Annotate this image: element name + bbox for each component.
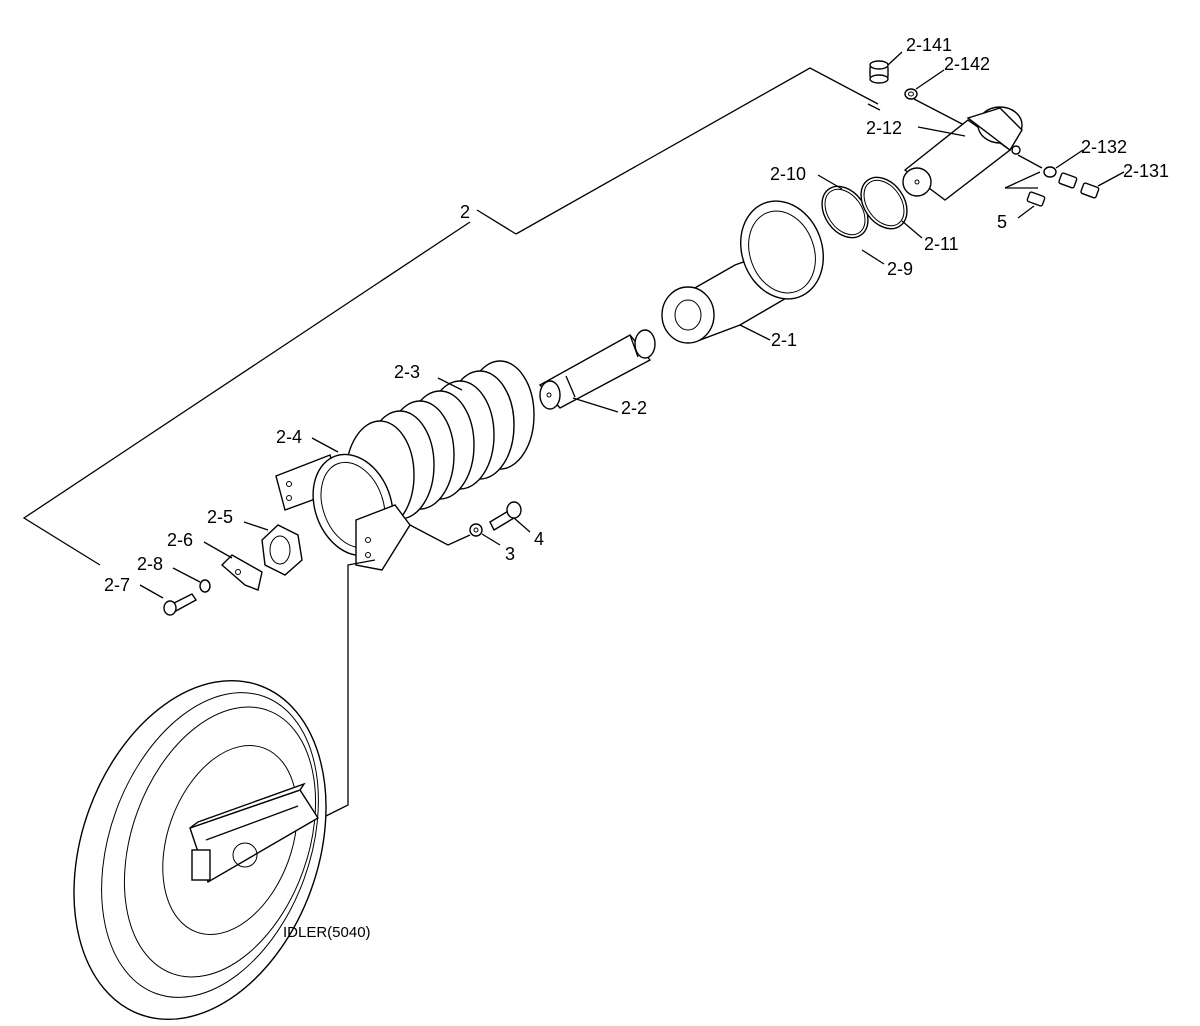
label-2-141: 2-141: [906, 35, 952, 55]
idler-leader-line: [317, 559, 376, 821]
washer-2-142: [904, 69, 967, 127]
bracket-2-4: [275, 437, 471, 571]
o-rings-2-9-2-10-2-11: [817, 174, 923, 265]
label-2-4: 2-4: [276, 427, 302, 447]
label-4: 4: [534, 529, 544, 549]
label-2-12: 2-12: [866, 118, 902, 138]
idler-caption: IDLER(5040): [283, 924, 371, 941]
label-2-6: 2-6: [167, 530, 193, 550]
nut-2-5: [243, 521, 303, 576]
assembly-bracket-lines: [22, 67, 1041, 566]
label-2: 2: [460, 202, 470, 222]
washer-3-bolt-4: [469, 501, 531, 546]
label-2-131: 2-131: [1123, 161, 1169, 181]
fittings-2-131-2-132-5: [1017, 149, 1125, 219]
label-2-2: 2-2: [621, 398, 647, 418]
label-2-142: 2-142: [944, 54, 990, 74]
pin-2-12: [902, 106, 1023, 201]
label-2-8: 2-8: [137, 554, 163, 574]
label-2-11: 2-11: [924, 234, 959, 254]
label-5: 5: [997, 212, 1007, 232]
bolt-2-7: [139, 584, 198, 616]
label-2-10: 2-10: [770, 164, 806, 184]
label-2-7: 2-7: [104, 575, 130, 595]
label-3: 3: [505, 544, 515, 564]
label-2-5: 2-5: [207, 507, 233, 527]
idler-wheel: [73, 679, 327, 1021]
label-2-132: 2-132: [1081, 137, 1127, 157]
rod-2-2: [538, 329, 656, 413]
label-2-9: 2-9: [887, 259, 913, 279]
part-labels: 2-141 2-142 2-12 2-132 2-131 5 2-10 2-11…: [104, 35, 1169, 941]
label-2-1: 2-1: [771, 330, 797, 350]
cylinder-2-1: [661, 200, 824, 344]
label-2-3: 2-3: [394, 362, 420, 382]
lock-plate-2-6: [203, 541, 263, 591]
washer-2-8: [172, 567, 211, 593]
plug-2-141: [869, 51, 903, 84]
